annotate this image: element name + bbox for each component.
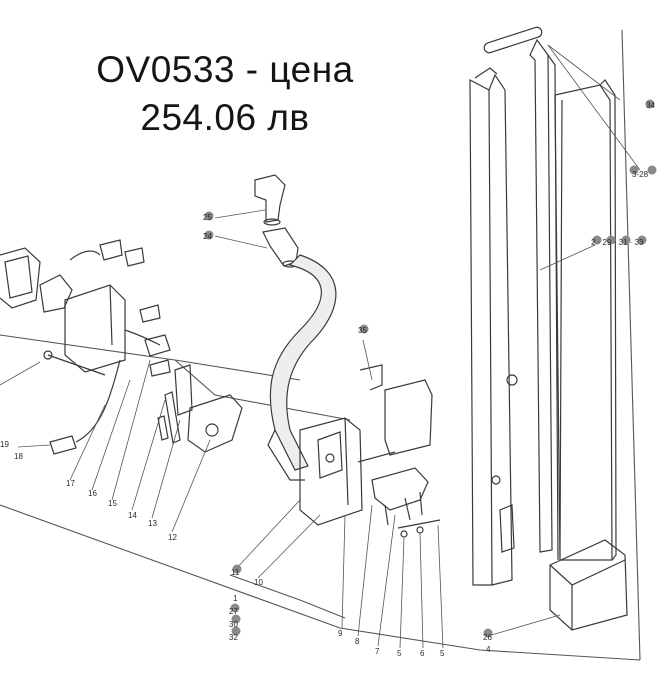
switch-bar bbox=[174, 364, 193, 416]
callout-13: 13 bbox=[148, 519, 157, 528]
callout-10: 10 bbox=[254, 578, 263, 587]
leader-lines bbox=[0, 44, 641, 649]
callout-5: 5 bbox=[397, 649, 402, 658]
callout-24: 24 bbox=[203, 232, 212, 241]
callout-4: 4 bbox=[486, 645, 491, 654]
callout-dots bbox=[204, 99, 657, 638]
pressure-switch bbox=[144, 334, 171, 357]
callout-15: 15 bbox=[108, 499, 117, 508]
callout-14: 14 bbox=[128, 511, 137, 520]
column-hole bbox=[506, 374, 518, 386]
left-electrical-components bbox=[0, 239, 243, 455]
vertical-column-assembly bbox=[469, 26, 628, 631]
gasket-frame bbox=[0, 247, 41, 309]
elbow-pipes bbox=[254, 174, 299, 268]
center-rail bbox=[529, 38, 553, 553]
screw bbox=[43, 350, 53, 360]
elbow-24 bbox=[262, 227, 299, 267]
callout-7: 7 bbox=[375, 647, 380, 656]
callout-30: 30 bbox=[229, 620, 238, 629]
callout-2-29-31-33: 2 · 29 · 31 · 33 bbox=[591, 238, 644, 247]
price-value: 254.06 лв bbox=[140, 97, 310, 138]
product-code-price-label: OV0533 - цена bbox=[96, 49, 354, 90]
callout-9: 9 bbox=[338, 629, 343, 638]
bracket-lower-left bbox=[499, 504, 515, 553]
callout-12: 12 bbox=[168, 533, 177, 542]
callout-25: 25 bbox=[203, 213, 212, 222]
bottom-cover-26 bbox=[549, 539, 628, 631]
column-hole bbox=[491, 475, 501, 485]
callout-26: 26 bbox=[483, 633, 492, 642]
top-rod bbox=[483, 26, 543, 54]
callout-labels: 34 3-28 2 · 29 · 31 · 33 25 24 35 19 18 … bbox=[0, 101, 655, 658]
valve-body bbox=[299, 417, 363, 526]
connector-plug bbox=[99, 239, 123, 261]
mounting-bracket-12 bbox=[187, 394, 243, 453]
callout-5: 5 bbox=[440, 649, 445, 658]
cable-connector-18 bbox=[49, 435, 77, 455]
motor-housing bbox=[39, 274, 73, 313]
callout-11: 11 bbox=[231, 568, 240, 577]
callout-19: 19 bbox=[0, 440, 9, 449]
connector-plug bbox=[124, 247, 145, 267]
relay-box bbox=[64, 284, 126, 373]
bracket-plate bbox=[384, 379, 433, 456]
callout-34: 34 bbox=[646, 101, 655, 110]
left-rail bbox=[469, 79, 493, 586]
callout-16: 16 bbox=[88, 489, 97, 498]
callout-27: 27 bbox=[229, 607, 238, 616]
callout-6: 6 bbox=[420, 649, 425, 658]
elbow-25 bbox=[254, 174, 286, 223]
terminal-clip bbox=[139, 304, 161, 323]
drawing-frame bbox=[0, 29, 641, 661]
central-valve-assembly bbox=[299, 364, 441, 538]
callout-1: 1 bbox=[233, 594, 238, 603]
callout-18: 18 bbox=[14, 452, 23, 461]
callout-3-28: 3-28 bbox=[632, 170, 649, 179]
callout-35: 35 bbox=[358, 326, 367, 335]
flexible-hose bbox=[267, 254, 337, 481]
callout-32: 32 bbox=[229, 633, 238, 642]
actuator-block bbox=[371, 467, 429, 511]
right-rail bbox=[554, 84, 613, 561]
callout-8: 8 bbox=[355, 637, 360, 646]
callout-17: 17 bbox=[66, 479, 75, 488]
